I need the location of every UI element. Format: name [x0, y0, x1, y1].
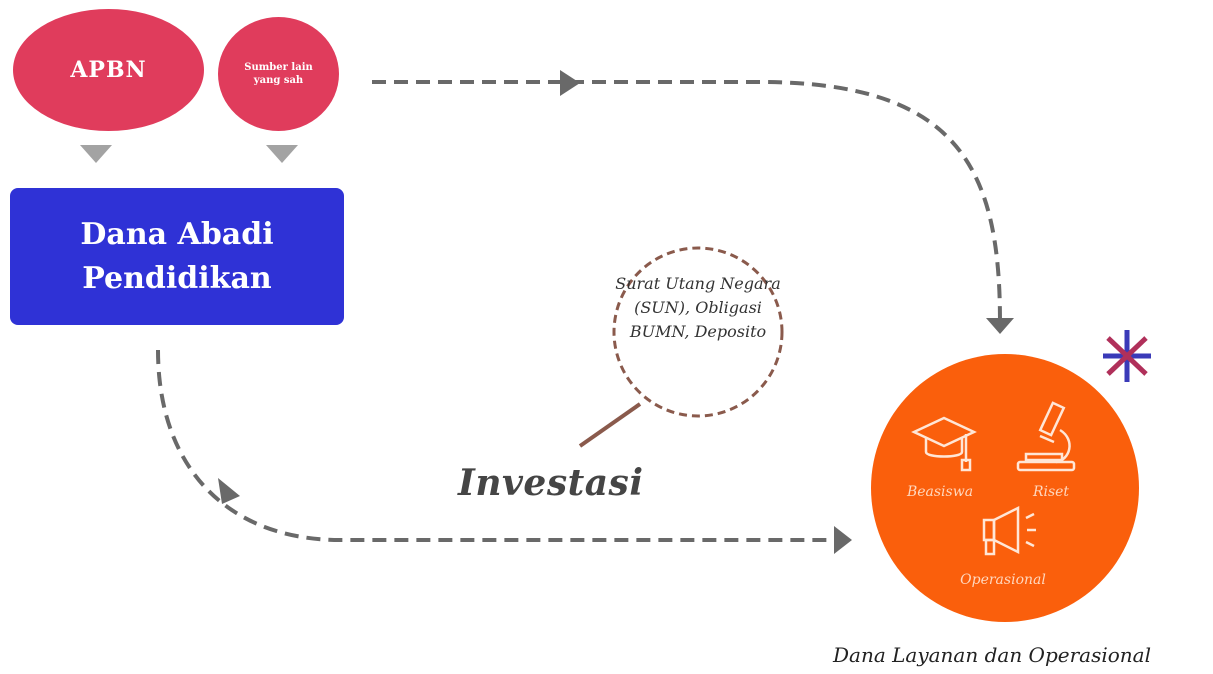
investasi-flow-arrow	[156, 349, 838, 542]
output-caption: Dana Layanan dan Operasional	[833, 643, 1151, 667]
instruments-text: Surat Utang Negara (SUN), Obligasi BUMN,…	[615, 274, 781, 341]
asterisk-icon	[1103, 330, 1151, 382]
graduation-cap-icon	[911, 416, 977, 472]
operasional-label: Operasional	[960, 572, 1046, 588]
sumber-down-arrow	[266, 145, 298, 163]
instruments-bubble	[612, 246, 784, 418]
riset-label: Riset	[1032, 484, 1070, 500]
investasi-flow-midhead	[218, 478, 240, 504]
dana-abadi-node: Dana Abadi Pendidikan	[10, 188, 344, 325]
investasi-flow-head	[834, 526, 852, 554]
beasiswa-label: Beasiswa	[906, 484, 974, 500]
microscope-icon	[1016, 401, 1076, 472]
top-flow-arrow	[372, 80, 1002, 323]
sumber-lain-node: Sumber lain yang sah	[218, 17, 339, 131]
investasi-label: Investasi	[458, 462, 644, 504]
top-flow-midhead	[560, 70, 580, 96]
megaphone-icon	[982, 505, 1036, 556]
apbn-down-arrow	[80, 145, 112, 163]
top-flow-head	[986, 318, 1014, 334]
apbn-node: APBN	[13, 9, 204, 131]
bubble-tail	[578, 402, 642, 448]
